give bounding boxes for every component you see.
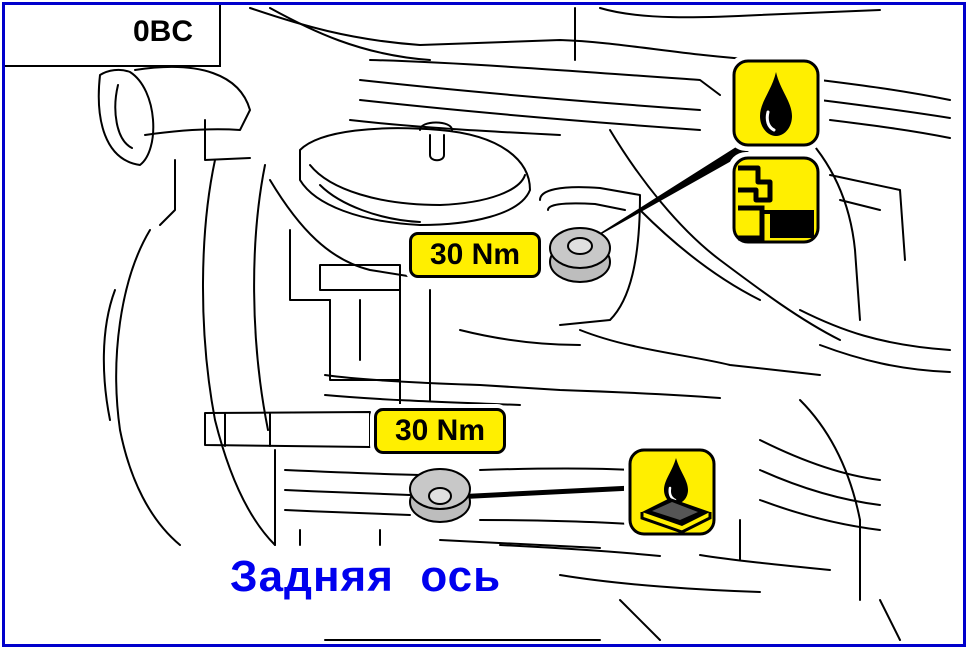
filler-plug-icon	[549, 227, 611, 283]
oil-drain-icon	[624, 444, 720, 540]
line-art	[97, 7, 951, 641]
oil-drop-icon	[728, 55, 824, 151]
component-code-box: 0BC	[5, 5, 221, 67]
diagram-caption: Задняя ось	[230, 552, 502, 601]
component-code: 0BC	[133, 15, 194, 48]
torque-label-lower: 30 Nm	[374, 408, 506, 454]
oil-level-icon	[728, 152, 824, 248]
torque-label-upper: 30 Nm	[409, 232, 541, 278]
drain-plug-icon	[409, 468, 471, 523]
